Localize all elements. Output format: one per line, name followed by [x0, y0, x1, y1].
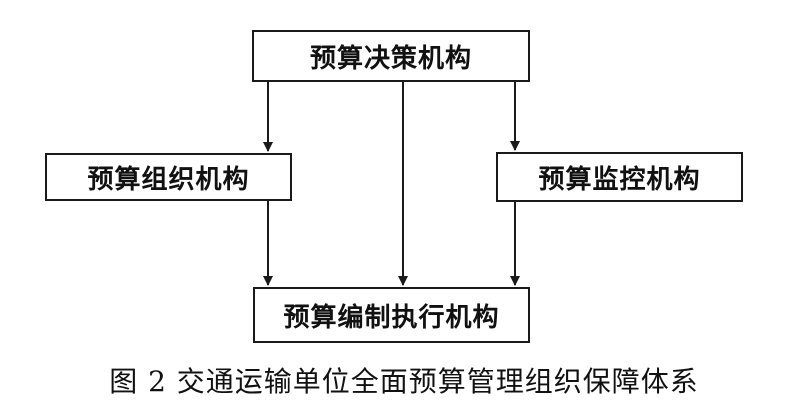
node-budget-decision: 预算决策机构	[252, 30, 530, 82]
node-budget-organization-label: 预算组织机构	[87, 164, 250, 195]
node-budget-execution-label: 预算编制执行机构	[283, 302, 500, 333]
node-budget-organization: 预算组织机构	[45, 153, 292, 201]
node-budget-supervision-label: 预算监控机构	[538, 164, 701, 195]
node-budget-decision-label: 预算决策机构	[309, 43, 472, 74]
figure-caption: 图 2 交通运输单位全面预算管理组织保障体系	[109, 365, 699, 398]
node-budget-supervision: 预算监控机构	[496, 152, 743, 202]
node-budget-execution: 预算编制执行机构	[253, 287, 530, 343]
